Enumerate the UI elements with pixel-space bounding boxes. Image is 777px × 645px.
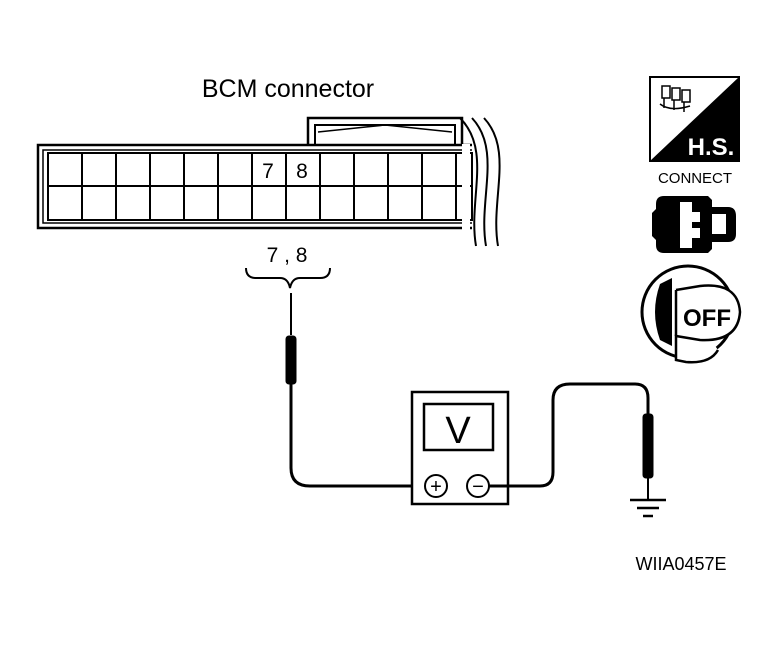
ground-icon xyxy=(630,498,666,518)
voltmeter-display xyxy=(422,402,495,452)
ignition-off-label: OFF xyxy=(683,305,731,332)
minus-symbol: − xyxy=(472,476,484,498)
connector-icon xyxy=(652,196,736,253)
hs-label: H.S. xyxy=(688,134,735,161)
voltmeter-display-text: V xyxy=(445,410,471,452)
pins-label: 7 , 8 xyxy=(267,244,308,267)
negative-lead xyxy=(489,382,650,488)
connect-label: CONNECT xyxy=(658,170,732,187)
connector-title: BCM connector xyxy=(202,75,374,103)
ignition-off-icon xyxy=(640,264,742,364)
voltmeter xyxy=(410,390,510,506)
pin-7-label: 7 xyxy=(262,160,274,183)
positive-probe xyxy=(285,293,297,468)
figure-code: WIIA0457E xyxy=(635,554,726,574)
plus-symbol: + xyxy=(430,476,442,498)
positive-lead xyxy=(289,467,422,488)
pins-brace xyxy=(245,267,331,289)
pin-8-label: 8 xyxy=(296,160,308,183)
hand-tools-hs-icon xyxy=(649,76,740,162)
plus-terminal xyxy=(424,474,448,498)
negative-probe xyxy=(642,413,654,500)
bcm-connector xyxy=(36,116,501,247)
